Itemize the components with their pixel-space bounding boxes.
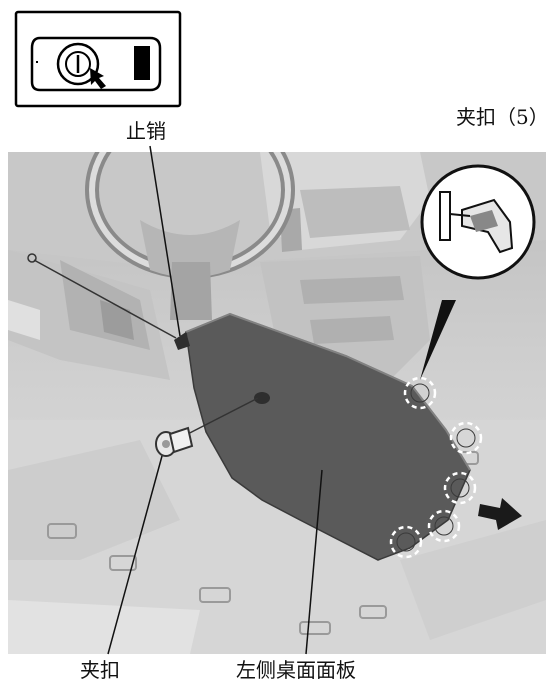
stop-pin-label: 止销 — [126, 119, 166, 143]
pointer-icon — [90, 68, 106, 89]
clip-detail-callout — [420, 164, 536, 380]
removal-direction-arrow-icon — [478, 498, 522, 530]
clip-fastener — [155, 397, 259, 457]
ignition-switch-inset — [14, 10, 182, 108]
clip-locations — [389, 376, 483, 559]
panel-label: 左侧桌面面板 — [236, 658, 356, 682]
clip-label: 夹扣 — [80, 658, 120, 682]
leader-lines — [107, 145, 323, 655]
clip-count-label: 夹扣（5） — [456, 105, 549, 129]
